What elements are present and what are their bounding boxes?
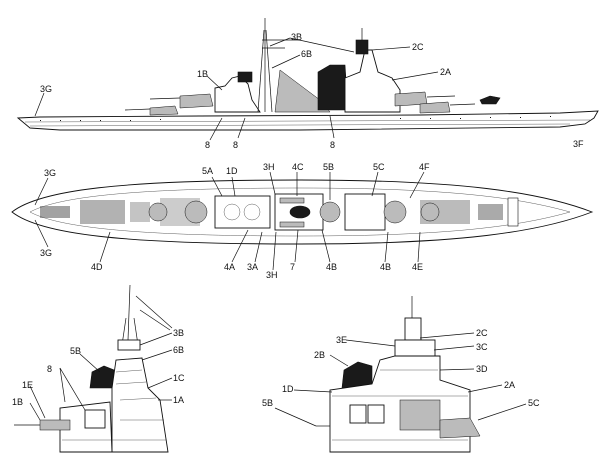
plan-label-5B: 5B <box>323 162 334 172</box>
plan-director <box>319 201 341 223</box>
plan-turret-2 <box>184 200 208 224</box>
plan-boat-2 <box>279 221 305 228</box>
plan-label-3A: 3A <box>247 262 258 272</box>
plan-label-5A: 5A <box>202 166 213 176</box>
detail-right-searchlight-1 <box>349 404 367 424</box>
plan-view: 3G 5A 1D 3H 4C 5B 5C 4F 3G 4D 4A 3A 3H 7… <box>11 162 594 280</box>
profile-aft-superstructure <box>344 49 401 113</box>
profile-leaders <box>34 37 439 141</box>
plan-label-7: 7 <box>290 262 295 272</box>
plan-label-4B-a: 4B <box>326 262 337 272</box>
plan-label-3H-bot: 3H <box>266 270 278 280</box>
detail-forward-superstructure: 3B 5B 6B 8 1C 1E 1A 1B <box>12 284 185 453</box>
plan-aft-superstructure <box>344 193 386 231</box>
detail-left-platform <box>117 339 141 351</box>
plan-label-3H-top: 3H <box>263 162 275 172</box>
detail-left-label-1B: 1B <box>12 397 23 407</box>
detail-left-searchlight <box>84 409 106 429</box>
detail-right-turret <box>399 399 441 431</box>
profile-aft-director <box>355 39 369 55</box>
detail-left-label-8: 8 <box>47 364 52 374</box>
plan-leaders <box>34 171 425 271</box>
profile-label-2A: 2A <box>440 67 451 77</box>
plan-label-4E: 4E <box>412 262 423 272</box>
detail-left-label-1A: 1A <box>173 395 184 405</box>
profile-label-6B: 6B <box>301 49 312 59</box>
plan-label-4D: 4D <box>91 262 103 272</box>
plan-label-3G-bot: 3G <box>40 248 52 258</box>
plan-label-4B-b: 4B <box>380 262 391 272</box>
plan-bridge <box>214 195 271 229</box>
detail-right-aft-turret <box>439 417 481 439</box>
profile-turret-2 <box>179 93 214 109</box>
detail-right-upper-deck <box>394 339 436 357</box>
detail-left-leaders <box>29 332 173 421</box>
profile-turret-4 <box>419 101 451 114</box>
detail-right-label-5B: 5B <box>262 398 273 408</box>
detail-left-label-1C: 1C <box>173 373 185 383</box>
detail-right-label-2A: 2A <box>504 380 515 390</box>
detail-right-label-5C: 5C <box>528 398 540 408</box>
plan-funnel <box>289 205 311 219</box>
profile-label-3F: 3F <box>573 139 584 149</box>
plan-turret-1 <box>148 202 168 222</box>
detail-left-label-5B: 5B <box>70 346 81 356</box>
detail-right-label-3E: 3E <box>336 335 347 345</box>
profile-label-2C: 2C <box>412 42 424 52</box>
detail-left-turret <box>39 419 71 431</box>
side-profile-view: 3B 2C 6B 1B 2A 3G 8 8 8 3F <box>16 18 599 150</box>
profile-portholes <box>40 116 551 121</box>
profile-label-3G: 3G <box>40 84 52 94</box>
detail-right-label-1D: 1D <box>282 384 294 394</box>
detail-right-label-2C: 2C <box>476 328 488 338</box>
plan-label-4F: 4F <box>419 162 430 172</box>
profile-hull <box>16 110 599 131</box>
detail-right-director <box>404 317 422 341</box>
plan-label-4A: 4A <box>224 262 235 272</box>
detail-left-label-1E: 1E <box>22 380 33 390</box>
profile-label-8-b: 8 <box>233 140 238 150</box>
detail-right-funnel <box>341 361 373 389</box>
profile-label-8-a: 8 <box>205 140 210 150</box>
detail-right-label-3D: 3D <box>476 364 488 374</box>
plan-label-1D: 1D <box>226 166 238 176</box>
profile-bridge <box>214 75 261 113</box>
detail-left-tower <box>111 357 169 453</box>
detail-left-label-6B: 6B <box>173 345 184 355</box>
plan-turret-4 <box>420 202 440 222</box>
plan-label-4C: 4C <box>292 162 304 172</box>
profile-crane <box>479 95 501 105</box>
profile-label-3B: 3B <box>291 32 302 42</box>
detail-right-searchlight-2 <box>367 404 385 424</box>
detail-right-leaders <box>274 332 527 427</box>
plan-turret-3 <box>383 200 407 224</box>
plan-label-3G-top: 3G <box>44 168 56 178</box>
plan-label-5C: 5C <box>373 162 385 172</box>
detail-right-label-2B: 2B <box>314 350 325 360</box>
detail-left-dark-block <box>89 365 115 389</box>
detail-right-label-3C: 3C <box>476 342 488 352</box>
plan-boat-1 <box>279 197 305 204</box>
detail-aft-superstructure: 2C 3E 3C 2B 3D 2A 1D 5B 5C <box>262 296 540 453</box>
profile-turret-1 <box>149 105 179 116</box>
detail-left-label-3B: 3B <box>173 328 184 338</box>
profile-label-1B: 1B <box>197 69 208 79</box>
profile-bridge-top <box>237 71 253 83</box>
profile-label-8-c: 8 <box>330 140 335 150</box>
profile-funnel <box>317 64 349 111</box>
